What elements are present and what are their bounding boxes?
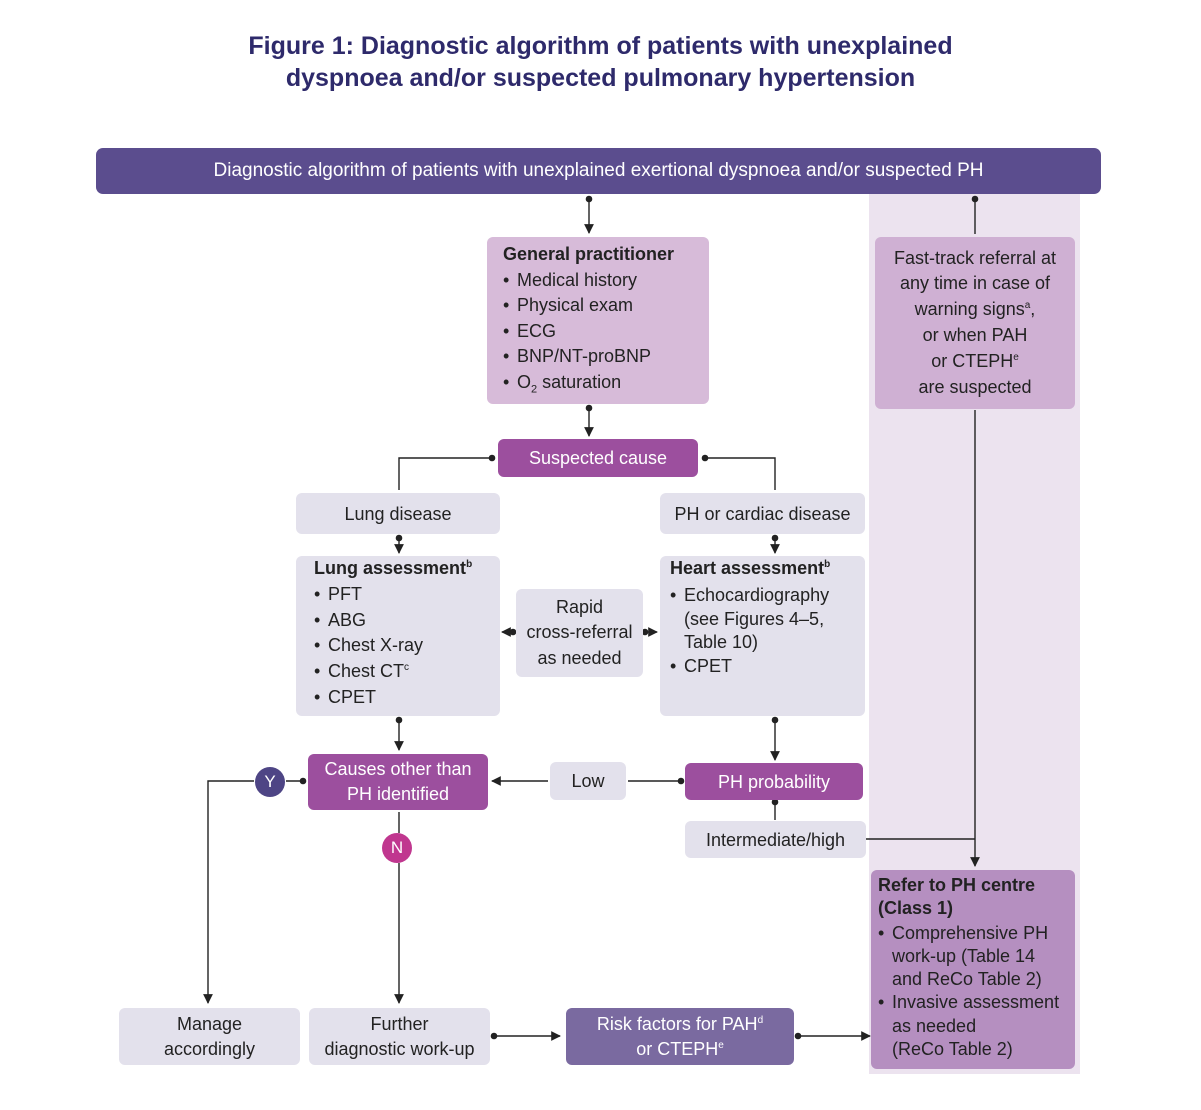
ph-probability-box: PH probability [685,763,863,800]
heart-assessment-title: Heart assessmentb [670,558,831,578]
lung-assessment-item: PFT [314,582,500,608]
cardiac-disease-box: PH or cardiac disease [660,493,865,534]
general-practitioner-box: General practitioner Medical history Phy… [487,237,709,404]
intermediate-high-box: Intermediate/high [685,821,866,858]
refer-to-ph-centre-box: Refer to PH centre (Class 1) Comprehensi… [871,870,1075,1069]
rapid-cross-referral-box: Rapid cross-referral as needed [516,589,643,677]
gp-item: BNP/NT-proBNP [503,344,709,370]
gp-item: Medical history [503,268,709,294]
no-circle: N [382,833,412,863]
lung-assessment-item: Chest CTc [314,659,500,685]
lung-assessment-title: Lung assessmentb [314,558,473,578]
fast-track-referral-box: Fast-track referral at any time in case … [875,237,1075,409]
refer-item: Comprehensive PH work-up (Table 14 and R… [878,922,1075,992]
low-probability-box: Low [550,762,626,800]
lung-assessment-item: Chest X-ray [314,633,500,659]
causes-other-than-ph-box: Causes other than PH identified [308,754,488,810]
refer-item: Invasive assessment as needed (ReCo Tabl… [878,991,1075,1061]
heart-assessment-item: Echocardiography (see Figures 4–5, Table… [670,584,865,655]
heart-assessment-item: CPET [670,655,865,679]
gp-list: Medical history Physical exam ECG BNP/NT… [503,268,709,396]
algorithm-header: Diagnostic algorithm of patients with un… [96,148,1101,194]
risk-factors-box: Risk factors for PAHd or CTEPHe [566,1008,794,1065]
gp-title: General practitioner [503,244,675,264]
further-workup-box: Further diagnostic work-up [309,1008,490,1065]
lung-assessment-item: CPET [314,685,500,711]
algorithm-header-text: Diagnostic algorithm of patients with un… [213,160,984,181]
heart-assessment-box: Heart assessmentb Echocardiography (see … [660,556,865,716]
figure-title: Figure 1: Diagnostic algorithm of patien… [0,30,1201,94]
manage-accordingly-box: Manage accordingly [119,1008,300,1065]
yes-circle: Y [255,767,285,797]
figure-title-line2: dyspnoea and/or suspected pulmonary hype… [285,64,916,92]
gp-item-o2: O2 saturation [503,370,709,396]
figure-title-line1: Figure 1: Diagnostic algorithm of patien… [248,32,953,60]
gp-item: ECG [503,319,709,345]
lung-disease-box: Lung disease [296,493,500,534]
lung-assessment-item: ABG [314,608,500,634]
gp-item: Physical exam [503,293,709,319]
lung-assessment-box: Lung assessmentb PFT ABG Chest X-ray Che… [296,556,500,716]
suspected-cause-box: Suspected cause [498,439,698,477]
